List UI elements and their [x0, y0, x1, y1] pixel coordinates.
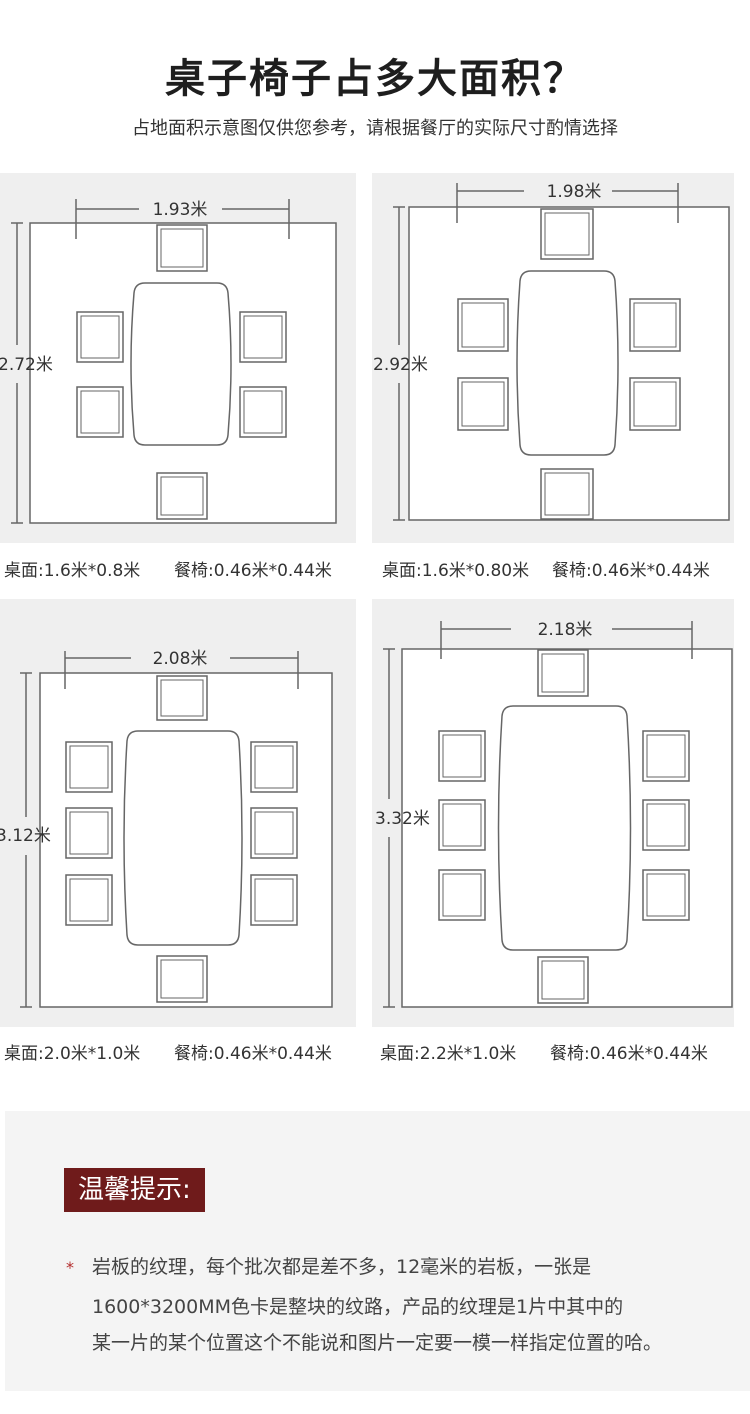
- table-spec: 桌面:1.6米*0.8米: [4, 561, 141, 581]
- height-label: 2.92米: [373, 355, 428, 375]
- dining-chair: [642, 869, 690, 921]
- bullet-star-icon: *: [66, 1258, 74, 1277]
- dining-chair: [76, 311, 124, 363]
- dining-chair: [438, 869, 486, 921]
- table-spec: 桌面:1.6米*0.80米: [382, 561, 530, 581]
- width-label: 1.98米: [547, 182, 602, 202]
- dining-chair: [156, 675, 208, 721]
- layout-panel-4: 2.18米 3.32米: [372, 599, 734, 1027]
- dining-chair: [239, 311, 287, 363]
- layout-specs-4: 桌面:2.2米*1.0米 餐椅:0.46米*0.44米: [380, 1039, 742, 1064]
- layout-specs-1: 桌面:1.6米*0.8米 餐椅:0.46米*0.44米: [4, 556, 354, 581]
- dining-chair: [540, 208, 594, 260]
- dining-chair: [250, 874, 298, 926]
- dining-chair: [156, 955, 208, 1003]
- width-label: 2.18米: [538, 620, 593, 640]
- dining-chair: [250, 807, 298, 859]
- layout-specs-3: 桌面:2.0米*1.0米 餐椅:0.46米*0.44米: [4, 1039, 354, 1064]
- dining-chair: [457, 298, 509, 352]
- height-label: 3.32米: [375, 809, 430, 829]
- dining-chair: [65, 741, 113, 793]
- width-label: 1.93米: [153, 200, 208, 220]
- chair-spec: 餐椅:0.46米*0.44米: [550, 1044, 708, 1064]
- height-label: 2.72米: [0, 355, 53, 375]
- chair-spec: 餐椅:0.46米*0.44米: [174, 561, 332, 581]
- layout-panel-3: 2.08米 3.12米: [0, 599, 356, 1027]
- dining-table: [123, 730, 243, 946]
- dining-chair: [438, 799, 486, 851]
- chair-spec: 餐椅:0.46米*0.44米: [174, 1044, 332, 1064]
- page-title: 桌子椅子占多大面积？: [165, 56, 585, 102]
- table-spec: 桌面:2.0米*1.0米: [4, 1044, 141, 1064]
- dining-chair: [642, 730, 690, 782]
- dining-table: [497, 705, 632, 951]
- dining-chair: [642, 799, 690, 851]
- page-subtitle: 占地面积示意图仅供您参考，请根据餐厅的实际尺寸酌情选择: [132, 118, 618, 139]
- dining-chair: [629, 298, 681, 352]
- layout-panel-1: 1.93米 2.72米: [0, 173, 356, 543]
- dining-chair: [537, 649, 589, 697]
- dining-chair: [239, 386, 287, 438]
- layout-panel-2: 1.98米 2.92米: [372, 173, 734, 543]
- tips-section: [5, 1111, 750, 1391]
- dining-chair: [65, 807, 113, 859]
- floor-plan-2: 1.98米 2.92米: [373, 182, 730, 521]
- chair-spec: 餐椅:0.46米*0.44米: [552, 561, 710, 581]
- dining-table: [516, 270, 619, 456]
- dining-chair: [65, 874, 113, 926]
- tip-line: 岩板的纹理，每个批次都是差不多，12毫米的岩板，一张是: [92, 1256, 592, 1278]
- layout-specs-2: 桌面:1.6米*0.80米 餐椅:0.46米*0.44米: [382, 556, 742, 581]
- dining-chair: [250, 741, 298, 793]
- tips-title: 温馨提示:: [64, 1168, 205, 1212]
- tip-line: 1600*3200MM色卡是整块的纹路，产品的纹理是1片中其中的: [92, 1296, 624, 1318]
- height-label: 3.12米: [0, 826, 51, 846]
- dining-chair: [156, 224, 208, 272]
- dining-chair: [537, 956, 589, 1004]
- floor-plan-4: 2.18米 3.32米: [375, 620, 733, 1008]
- table-spec: 桌面:2.2米*1.0米: [380, 1044, 517, 1064]
- floor-plan-1: 1.93米 2.72米: [0, 199, 337, 524]
- width-label: 2.08米: [153, 649, 208, 669]
- dining-chair: [156, 472, 208, 520]
- dining-table: [130, 282, 232, 446]
- dining-chair: [540, 468, 594, 520]
- dining-chair: [438, 730, 486, 782]
- tip-line: 某一片的某个位置这个不能说和图片一定要一模一样指定位置的哈。: [92, 1332, 663, 1354]
- dining-chair: [76, 386, 124, 438]
- dining-chair: [629, 377, 681, 431]
- floor-plan-3: 2.08米 3.12米: [0, 649, 333, 1008]
- dining-chair: [457, 377, 509, 431]
